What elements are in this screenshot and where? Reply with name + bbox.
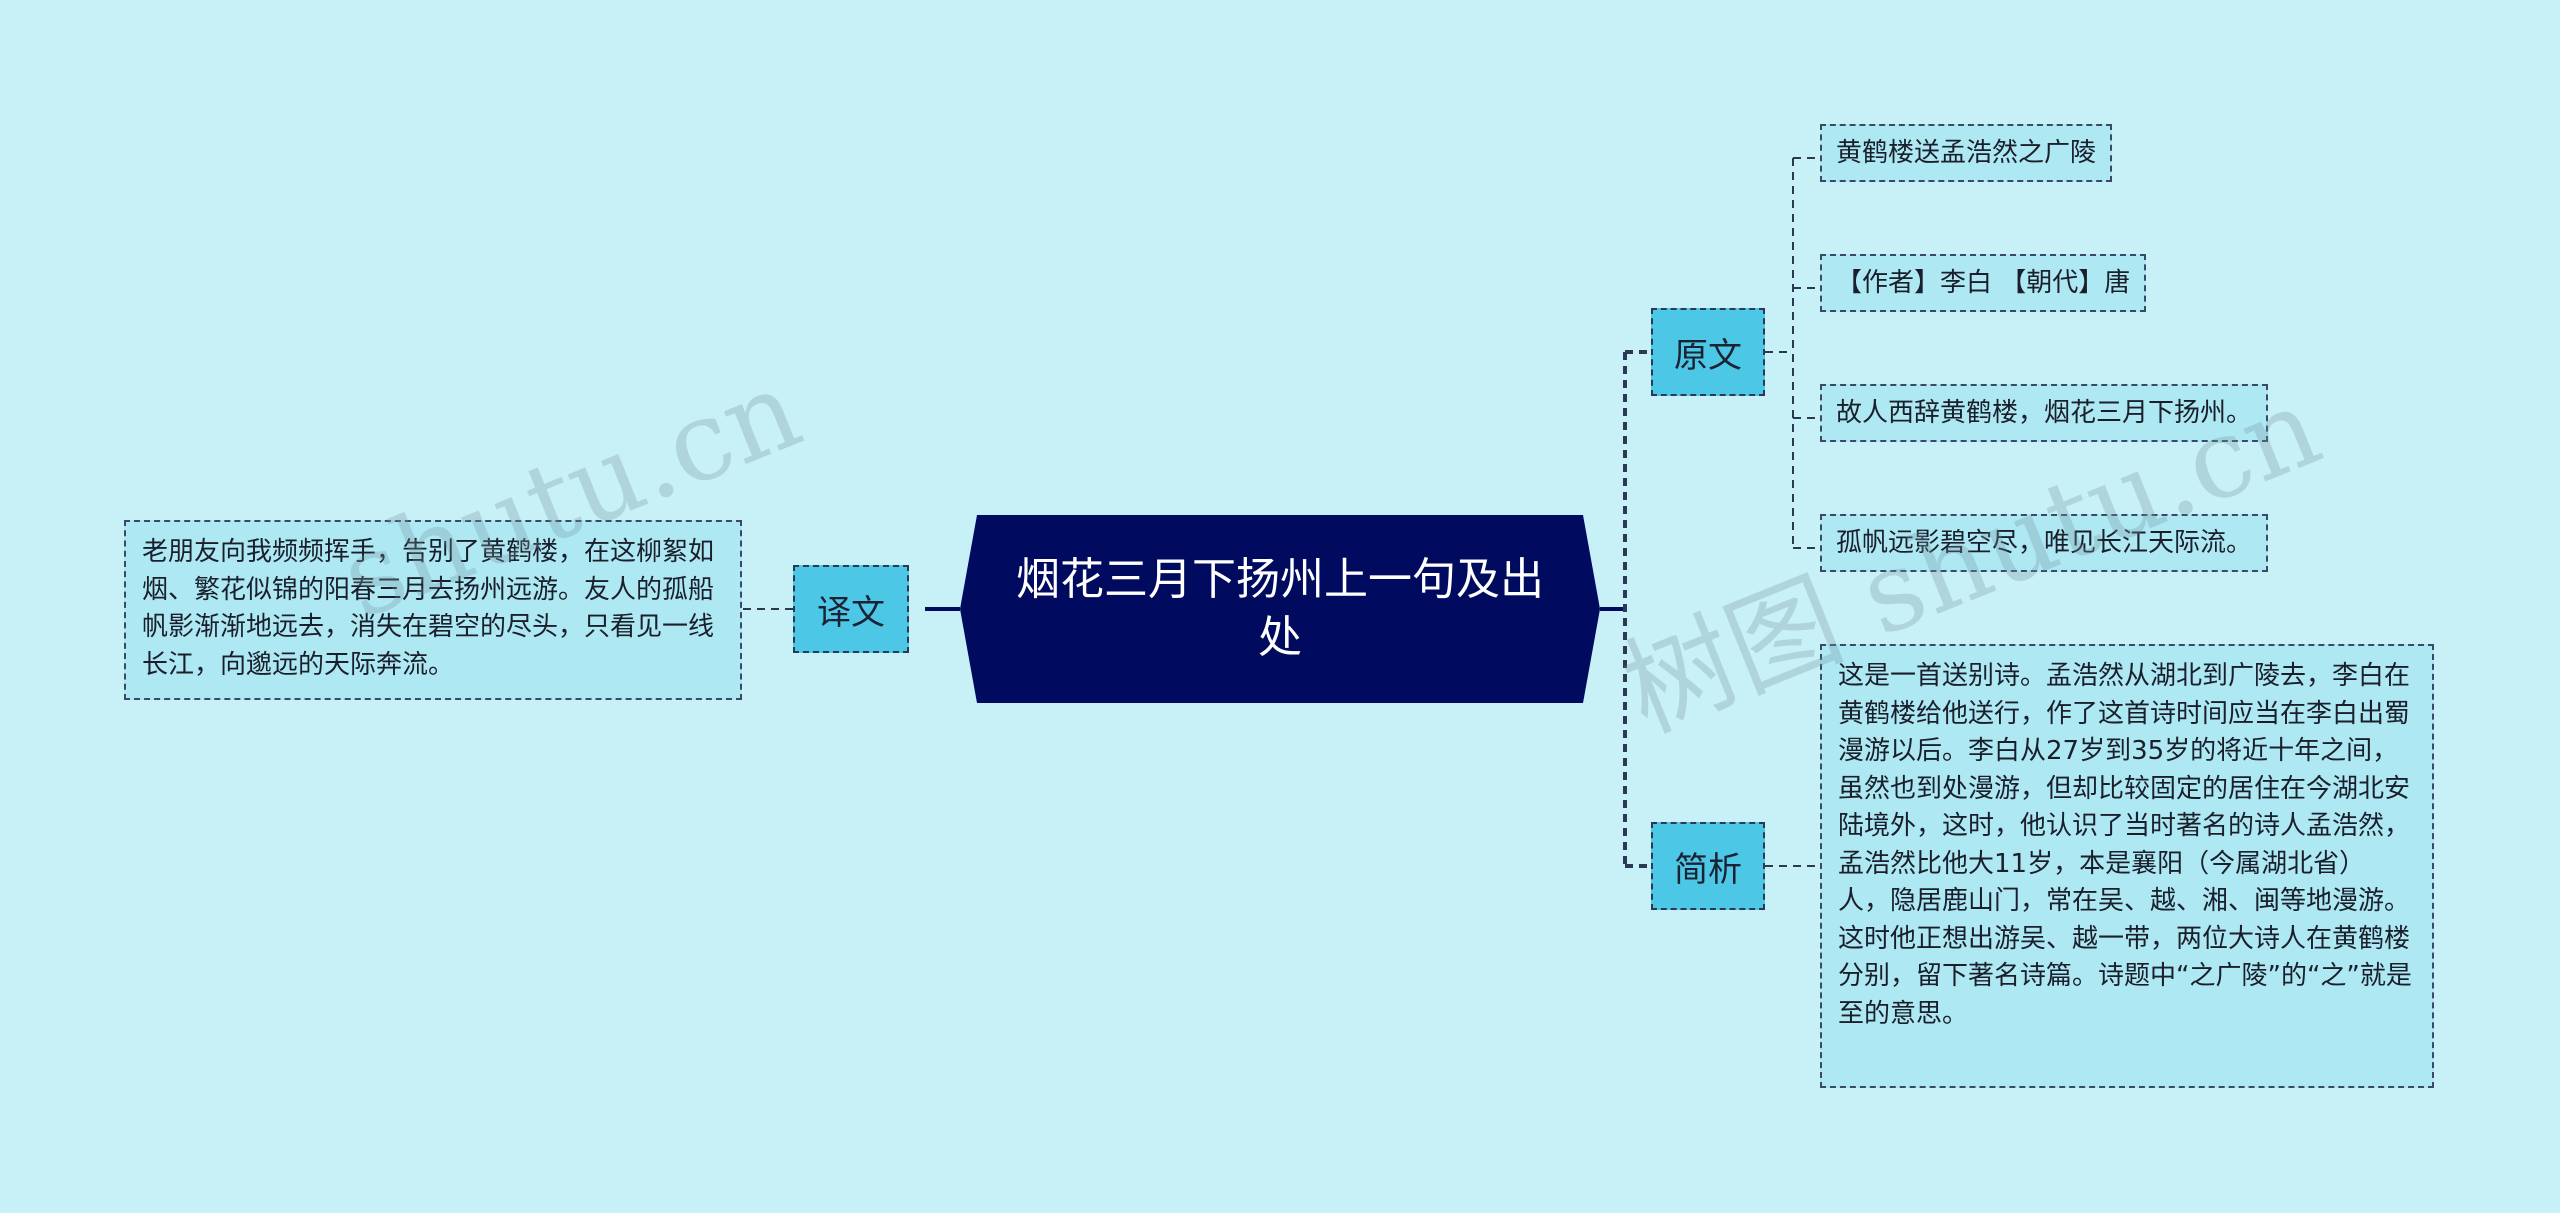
branch-yiwen-label: 译文 [817, 592, 885, 633]
jianxi-text: 这是一首送别诗。孟浩然从湖北到广陵去，李白在黄鹤楼给他送行，作了这首诗时间应当在… [1838, 661, 2412, 1029]
branch-yuanwen[interactable]: 原文 [1651, 308, 1765, 396]
branch-jianxi[interactable]: 简析 [1651, 822, 1765, 910]
root-title: 烟花三月下扬州上一句及出处 [1016, 554, 1544, 663]
yuanwen-title-leaf[interactable]: 黄鹤楼送孟浩然之广陵 [1820, 124, 2113, 182]
root-topic[interactable]: 烟花三月下扬州上一句及出处 [960, 515, 1600, 703]
yuanwen-line2-leaf[interactable]: 孤帆远影碧空尽，唯见长江天际流。 [1820, 514, 2269, 572]
branch-jianxi-label: 简析 [1674, 849, 1742, 890]
branch-yuanwen-label: 原文 [1674, 335, 1742, 376]
yiwen-text: 老朋友向我频频挥手，告别了黄鹤楼，在这柳絮如烟、繁花似锦的阳春三月去扬州远游。友… [142, 537, 715, 680]
yuanwen-author-leaf[interactable]: 【作者】李白 【朝代】唐 [1820, 254, 2147, 312]
yuanwen-line1: 故人西辞黄鹤楼，烟花三月下扬州。 [1836, 398, 2253, 428]
jianxi-paragraph: 这是一首送别诗。孟浩然从湖北到广陵去，李白在黄鹤楼给他送行，作了这首诗时间应当在… [1820, 644, 2434, 1088]
yuanwen-line1-leaf[interactable]: 故人西辞黄鹤楼，烟花三月下扬州。 [1820, 384, 2269, 442]
branch-yiwen[interactable]: 译文 [793, 565, 909, 653]
yiwen-paragraph: 老朋友向我频频挥手，告别了黄鹤楼，在这柳絮如烟、繁花似锦的阳春三月去扬州远游。友… [124, 520, 742, 700]
yuanwen-title: 黄鹤楼送孟浩然之广陵 [1836, 138, 2097, 168]
yuanwen-line2: 孤帆远影碧空尽，唯见长江天际流。 [1836, 528, 2253, 558]
yuanwen-author: 【作者】李白 【朝代】唐 [1836, 268, 2131, 298]
